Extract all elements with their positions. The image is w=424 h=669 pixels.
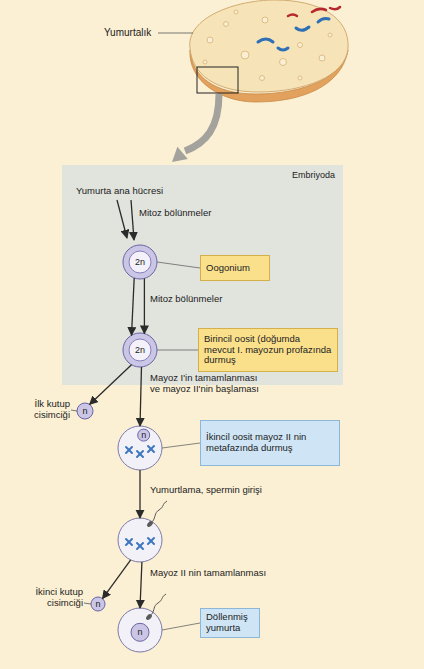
egg-membrane — [118, 518, 162, 562]
arrow-connector — [132, 278, 145, 335]
ovary-illustration — [190, 0, 348, 102]
ovary-body — [190, 0, 348, 92]
callout-box: İkincil oosit mayoz II nin metafazında d… — [200, 420, 340, 466]
blood-vessels-blue — [258, 18, 329, 50]
sperm-cell — [145, 594, 166, 621]
zoom-frame — [197, 67, 238, 93]
cell-nucleus — [129, 339, 151, 361]
sperm-cell — [146, 501, 167, 528]
polar-body — [77, 403, 93, 419]
annotation-label: Yumurtalık — [104, 27, 164, 39]
ploidy-text: 2n — [129, 339, 151, 361]
blood-vessels-red — [288, 7, 340, 16]
arrow-line — [144, 278, 145, 333]
chromosome — [126, 539, 132, 545]
cell-circle: n — [117, 425, 163, 471]
callout-line — [157, 262, 200, 268]
annotation-label: İlk kutup cisimciği — [28, 399, 70, 421]
cell-circle: n — [76, 402, 94, 420]
callout-line — [157, 262, 200, 268]
box-text: Döllenmiş yumurta — [206, 612, 254, 634]
chromosome — [148, 538, 154, 544]
callout-line — [162, 443, 200, 448]
annotation-label: İkinci kutup cisimciği — [26, 587, 83, 609]
callout-line — [162, 623, 200, 630]
arrow-line — [132, 278, 135, 335]
chromosome — [137, 451, 143, 457]
stage-band: Embriyoda2nOogonium2nBirincil oosit (doğ… — [62, 165, 343, 385]
leader-line — [84, 603, 91, 604]
follicles — [203, 10, 332, 81]
callout-line — [162, 623, 200, 630]
cell-circle — [117, 517, 163, 563]
egg-membrane — [118, 426, 162, 470]
cell-shape — [117, 425, 163, 471]
sperm-tail — [153, 501, 168, 522]
annotation-label: Mitoz bölünmeler — [139, 208, 239, 219]
edge-label: Mitoz bölünmeler — [150, 294, 260, 305]
cell-circle: n — [90, 596, 106, 612]
ploidy-text: n — [137, 428, 151, 442]
arrow-line — [140, 562, 142, 608]
sperm-head — [146, 520, 154, 528]
chromosome — [148, 446, 154, 452]
cell-circle: 2n — [122, 244, 158, 280]
chromosome — [126, 447, 132, 453]
callout-line — [157, 350, 198, 351]
annotation-label: Yumurta ana hücresi — [76, 186, 186, 197]
box-text: Birincil oosit (doğumda mevcut I. mayozu… — [204, 334, 332, 367]
chromosome — [126, 447, 132, 453]
chromosome — [137, 451, 143, 457]
cell-membrane — [123, 333, 157, 367]
zoom-arrow-head — [172, 147, 188, 162]
arrow-line — [140, 367, 141, 426]
ploidy-text: n — [76, 402, 94, 420]
arrow-connector — [140, 470, 141, 518]
cell-circle: 2n — [122, 332, 158, 368]
arrow-line — [90, 365, 132, 405]
chromosome — [137, 543, 143, 549]
arrow-connector — [140, 367, 141, 426]
leader-line — [158, 33, 193, 34]
ploidy-text: 2n — [129, 251, 151, 273]
arrow-connector — [90, 365, 132, 405]
box-text: Oogonium — [206, 263, 264, 274]
ploidy-text: n — [131, 623, 149, 641]
arrow-line — [139, 470, 140, 518]
leader-line — [71, 410, 77, 411]
ploidy-text: n — [90, 596, 106, 612]
callout-line — [157, 350, 198, 351]
cell-circle: n — [117, 607, 163, 653]
box-text: İkincil oosit mayoz II nin metafazında d… — [206, 432, 334, 454]
edge-label: Yumurtlama, spermin girişi — [150, 485, 290, 496]
edge-label: Mayoz II nin tamamlanması — [150, 568, 290, 579]
callout-line — [162, 443, 200, 448]
band-heading: Embriyoda — [292, 170, 335, 180]
chromosome — [137, 543, 143, 549]
cell-nucleus — [129, 251, 151, 273]
chromosome — [148, 446, 154, 452]
callout-box: Döllenmiş yumurta — [200, 608, 260, 638]
cell-shape — [117, 517, 163, 563]
arrow-line — [102, 560, 130, 599]
arrow-connector — [102, 560, 130, 599]
callout-box: Oogonium — [200, 255, 270, 281]
egg-membrane — [118, 608, 162, 652]
chromosome — [148, 538, 154, 544]
edge-label: Mayoz I'in tamamlanması ve mayoz II'nin … — [150, 373, 270, 395]
egg-nucleus — [131, 623, 149, 641]
callout-box: Birincil oosit (doğumda mevcut I. mayozu… — [198, 328, 338, 372]
chromosome — [126, 539, 132, 545]
sperm-head — [145, 613, 153, 621]
cell-membrane — [123, 245, 157, 279]
polar-body — [91, 597, 105, 611]
zoom-arrow — [185, 94, 219, 151]
sperm-tail — [152, 594, 167, 615]
arrow-connector — [140, 562, 142, 608]
